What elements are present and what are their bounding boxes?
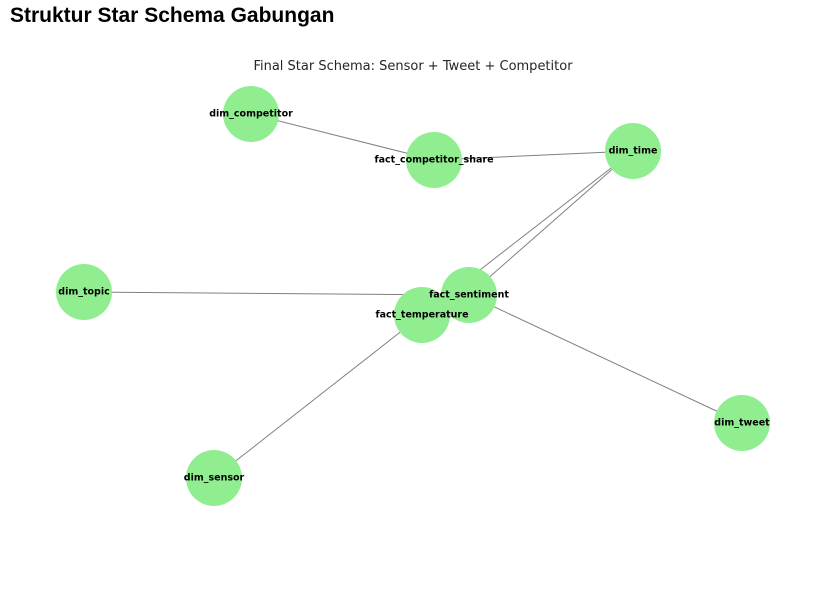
node-dim_tweet [714,395,770,451]
node-label-dim_tweet: dim_tweet [714,418,770,429]
node-label-fact_temperature: fact_temperature [375,310,468,321]
edge-fact_sentiment-dim_tweet [468,294,743,424]
node-fact_temperature [394,287,450,343]
edge-dim_competitor-fact_competitor_share [250,113,435,161]
node-label-fact_sentiment: fact_sentiment [429,290,509,301]
node-label-dim_time: dim_time [609,146,658,157]
node-label-dim_topic: dim_topic [58,287,109,298]
node-fact_sentiment [441,267,497,323]
node-label-dim_sensor: dim_sensor [184,473,245,484]
diagram-title: Final Star Schema: Sensor + Tweet + Comp… [253,59,573,74]
node-label-fact_competitor_share: fact_competitor_share [374,155,493,166]
page-heading: Struktur Star Schema Gabungan [10,4,335,27]
edge-fact_competitor_share-dim_time [433,150,634,161]
node-fact_competitor_share [406,132,462,188]
node-dim_topic [56,264,112,320]
node-dim_time [605,123,661,179]
edge-dim_time-fact_sentiment [468,150,634,296]
node-layer: dim_competitor fact_competitor_share dim_t… [56,86,770,506]
node-dim_competitor [223,86,279,142]
node-label-dim_competitor: dim_competitor [209,109,293,120]
edge-fact_temperature-dim_sensor [213,314,423,479]
node-dim_sensor [186,450,242,506]
